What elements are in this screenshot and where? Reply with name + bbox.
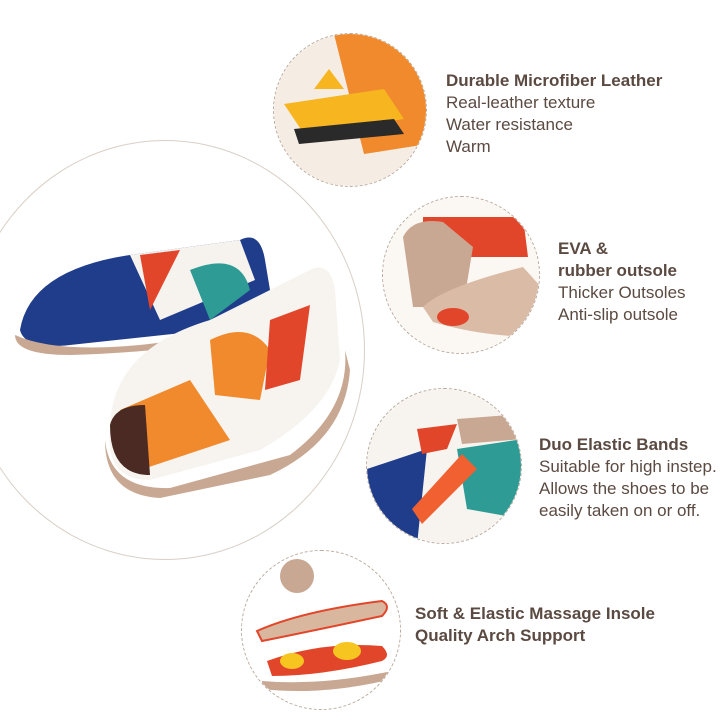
feature-line: Water resistance xyxy=(446,115,573,134)
elastic-circle xyxy=(366,388,522,544)
outsole-circle xyxy=(382,196,540,354)
feature-line: Real-leather texture xyxy=(446,93,596,112)
feature-leather: Durable Microfiber Leather Real-leather … xyxy=(446,70,662,158)
feature-elastic: Duo Elastic Bands Suitable for high inst… xyxy=(539,434,717,522)
insole-circle xyxy=(241,550,401,710)
shoes-image xyxy=(15,237,350,498)
feature-line: Allows the shoes to be xyxy=(539,479,710,498)
feature-title: Durable Microfiber Leather xyxy=(446,71,663,90)
feature-title: EVA & xyxy=(558,239,609,258)
feature-line: Thicker Outsoles xyxy=(558,283,686,302)
feature-line: Anti-slip outsole xyxy=(558,305,679,324)
feature-line: Warm xyxy=(446,137,491,156)
feature-title: Soft & Elastic Massage Insole xyxy=(415,604,655,623)
feature-line: easily taken on or off. xyxy=(539,501,701,520)
feature-line: Suitable for high instep. xyxy=(539,457,717,476)
feature-title: Quality Arch Support xyxy=(415,626,586,645)
feature-title: rubber outsole xyxy=(558,261,678,280)
feature-outsole: EVA & rubber outsole Thicker Outsoles An… xyxy=(558,238,686,326)
leather-circle xyxy=(273,33,427,187)
feature-insole: Soft & Elastic Massage Insole Quality Ar… xyxy=(415,603,655,647)
feature-title: Duo Elastic Bands xyxy=(539,435,689,454)
